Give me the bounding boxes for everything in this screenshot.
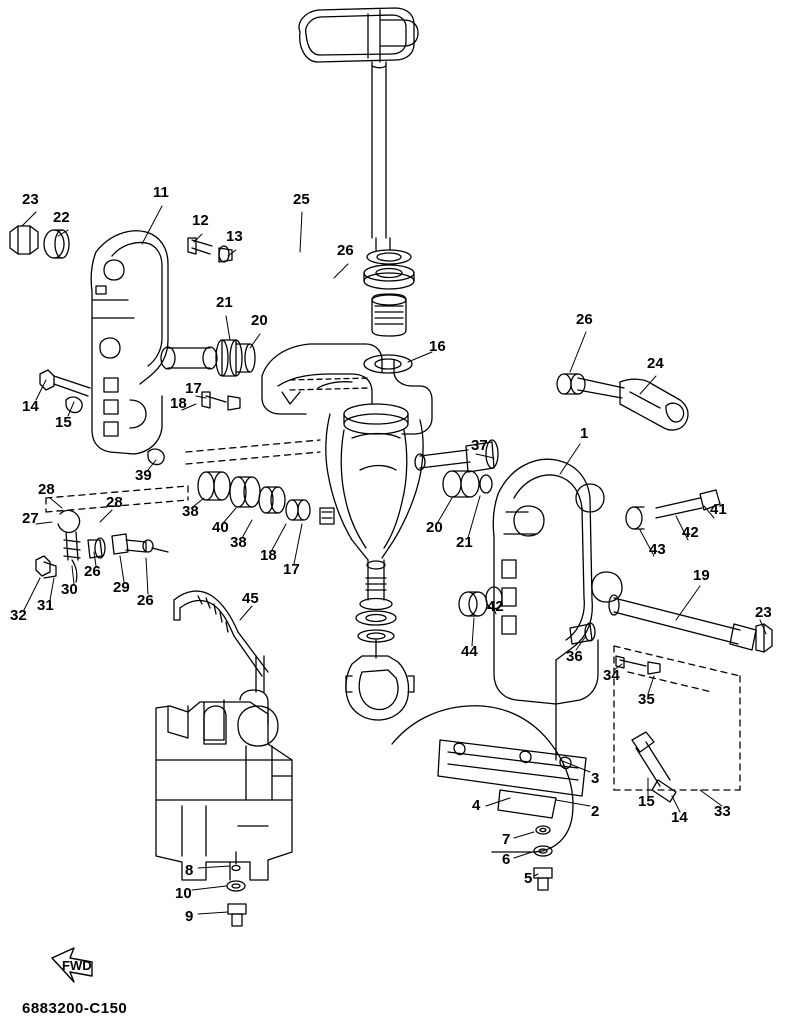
callout-number: 36: [566, 648, 583, 665]
callout-number: 20: [251, 312, 268, 329]
callout-number: 26: [337, 242, 354, 259]
fwd-arrow-shape: [51, 947, 93, 983]
right-clamp-bracket: [492, 458, 623, 761]
callout-number: 39: [135, 467, 152, 484]
engine-casting: [155, 655, 293, 881]
callout-number: 21: [456, 534, 473, 551]
callout-number: 23: [755, 604, 772, 621]
right-washers-bolts: [458, 489, 721, 645]
callout-number: 17: [283, 561, 300, 578]
callout-number: 21: [216, 294, 233, 311]
callout-number: 38: [182, 503, 199, 520]
callout-number: 5: [524, 870, 533, 887]
callout-number: 30: [61, 581, 78, 598]
left-nut-washer: [9, 225, 70, 259]
tiller-handle-assembly: [298, 7, 419, 251]
callout-number: 35: [638, 691, 655, 708]
callout-number: 11: [153, 184, 169, 201]
fwd-label: FWD: [62, 958, 92, 973]
left-bolts: [39, 369, 91, 414]
bottom-fastener-stack: [533, 825, 553, 891]
callout-number: 33: [714, 803, 731, 820]
callout-number: 13: [226, 228, 243, 245]
callout-number: 3: [591, 770, 600, 787]
bottom-right-bolts: [631, 731, 677, 803]
callout-number: 12: [192, 212, 209, 229]
callout-number: 26: [137, 592, 154, 609]
tiller-washers: [363, 249, 415, 337]
callout-number: 19: [693, 567, 710, 584]
callout-number: 41: [710, 501, 727, 518]
leader-lines: [21, 205, 767, 915]
small-pins-34-35: [615, 655, 661, 675]
tilt-rod-right: [608, 594, 773, 653]
callout-number: 42: [487, 598, 504, 615]
callout-number: 22: [53, 209, 70, 226]
lower-yoke: [345, 639, 415, 721]
callout-number: 14: [671, 809, 688, 826]
bottom-left-fasteners: [226, 851, 247, 927]
assembly-dashed-guides: [45, 439, 321, 513]
callout-number: 15: [638, 793, 655, 810]
callout-number: 24: [647, 355, 664, 372]
callout-number: 6: [502, 851, 511, 868]
callout-number: 1: [580, 425, 589, 442]
dashed-right-panel: [613, 645, 741, 791]
callout-number: 28: [106, 494, 123, 511]
callout-number: 29: [113, 579, 130, 596]
callout-number: 18: [170, 395, 187, 412]
mid-fasteners: [201, 391, 241, 411]
item39-pin: [147, 448, 165, 466]
callout-number: 20: [426, 519, 443, 536]
callout-number: 26: [84, 563, 101, 580]
callout-number: 8: [185, 862, 194, 879]
callout-number: 23: [22, 191, 39, 208]
callout-number: 44: [461, 643, 478, 660]
callout-number: 28: [38, 481, 55, 498]
callout-number: 27: [22, 510, 39, 527]
callout-number: 43: [649, 541, 666, 558]
spring-cable-assembly: [35, 509, 269, 677]
callout-number: 32: [10, 607, 27, 624]
callout-number: 26: [576, 311, 593, 328]
upper-right-link: [556, 373, 689, 431]
callout-number: 38: [230, 534, 247, 551]
callout-number: 31: [37, 597, 54, 614]
callout-number: 37: [471, 437, 488, 454]
callout-number: 7: [502, 831, 511, 848]
callout-number: 34: [603, 667, 620, 684]
callout-number: 10: [175, 885, 192, 902]
item37-pin: [414, 439, 499, 498]
bushing-stack: [197, 471, 335, 525]
anode-plate-assembly: [391, 705, 587, 853]
callout-number: 16: [429, 338, 446, 355]
callout-number: 15: [55, 414, 72, 431]
callout-number: 18: [260, 547, 277, 564]
left-clamp-bracket: [90, 230, 256, 455]
drawing-number: 6883200-C150: [22, 1000, 128, 1017]
callout-number: 45: [242, 590, 259, 607]
callout-number: 42: [682, 524, 699, 541]
callout-number: 40: [212, 519, 229, 536]
callout-number: 2: [591, 803, 600, 820]
callout-number: 17: [185, 380, 202, 397]
callout-number: 4: [472, 797, 481, 814]
callout-number: 25: [293, 191, 310, 208]
callout-number: 9: [185, 908, 194, 925]
callout-number: 14: [22, 398, 39, 415]
swivel-bracket-assembly: [261, 343, 433, 643]
